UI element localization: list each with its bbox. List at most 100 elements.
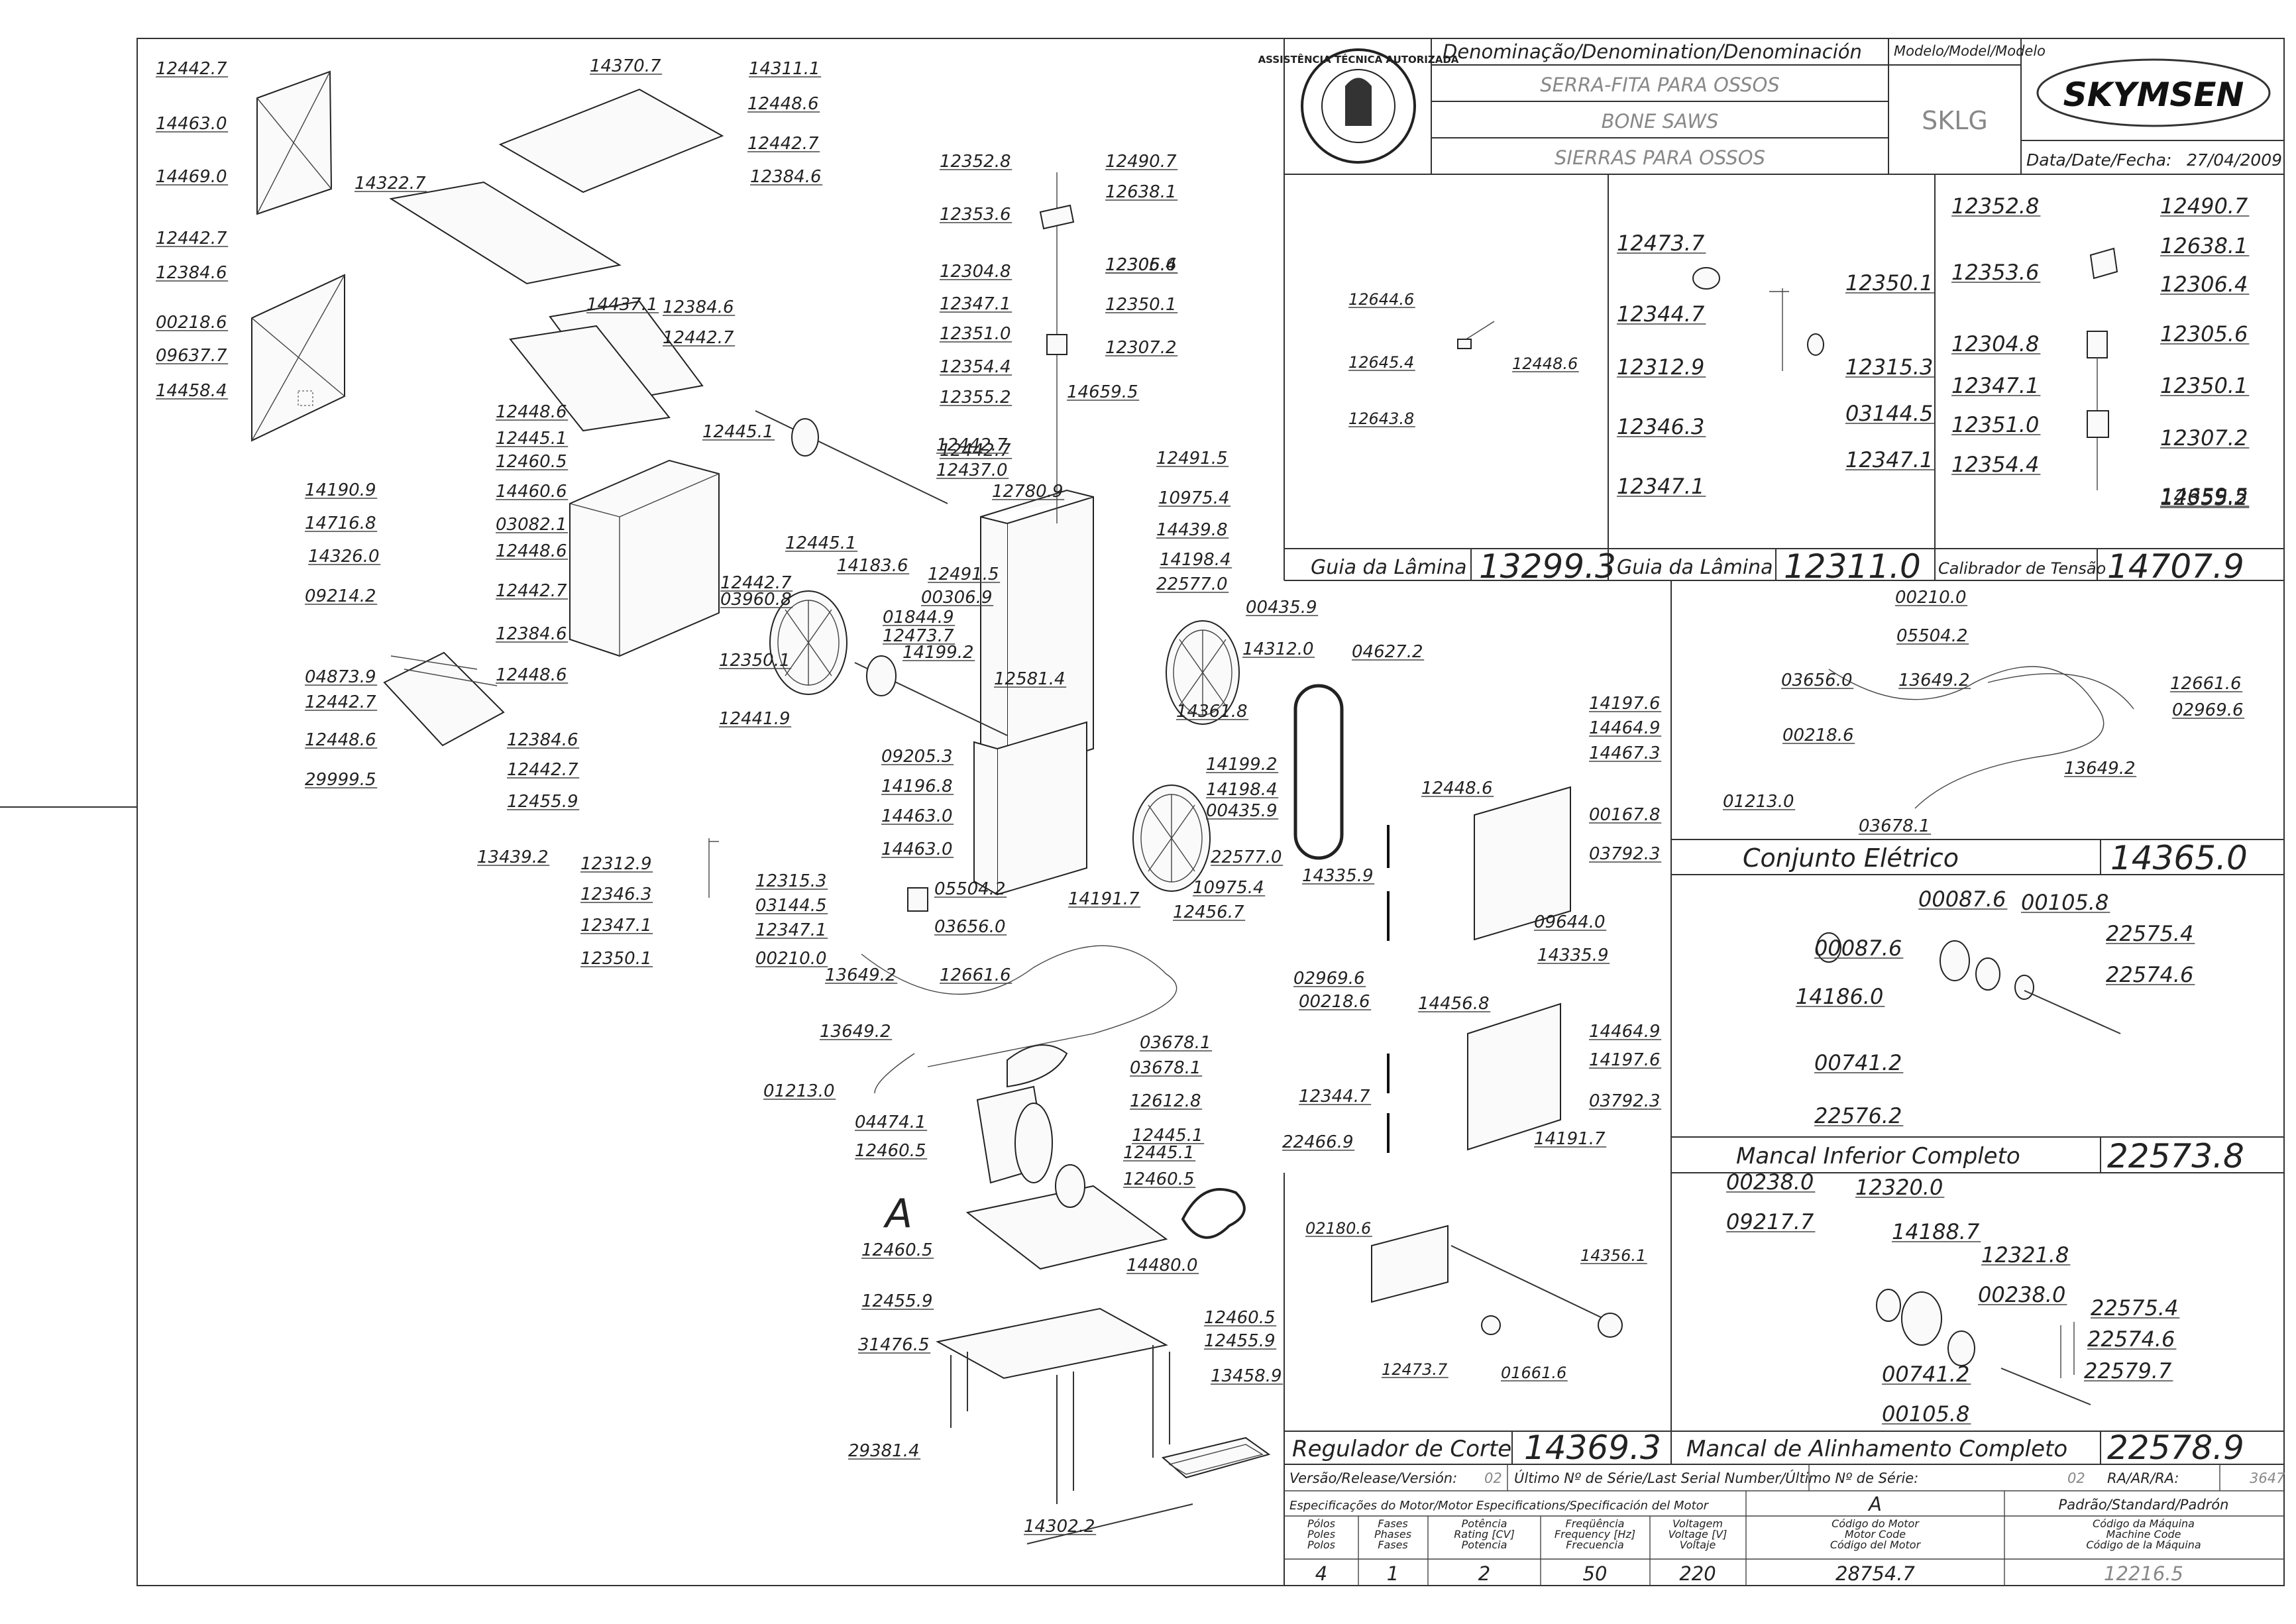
guia1-code: 13299.3	[1479, 547, 1616, 586]
regulador-title: Regulador de Corte	[1292, 1436, 1511, 1462]
main-callout-138: 22466.9	[1282, 1132, 1354, 1152]
spec-header-4-0: Voltagem	[1672, 1517, 1723, 1530]
motor-spec-table: Versão/Release/Versión: 02 Último Nº de …	[1284, 1464, 2285, 1586]
main-callout-84: 00435.9	[1206, 801, 1278, 821]
regulador-label-2: 12473.7	[1382, 1360, 1448, 1379]
main-callout-32: 12442.7	[940, 441, 1011, 460]
saw-blade	[1293, 684, 1344, 860]
main-callout-4: 14311.1	[749, 59, 820, 79]
regulador-label-0: 02180.6	[1305, 1219, 1371, 1238]
main-callout-98: 14456.8	[1418, 994, 1490, 1014]
main-callout-103: 12344.7	[1299, 1087, 1370, 1107]
calib-label-1: 12490.7	[2160, 193, 2248, 219]
main-callout-126: 12445.1	[1123, 1143, 1195, 1163]
main-callout-29: 12355.2	[940, 388, 1011, 407]
main-callout-114: 13649.2	[825, 965, 897, 985]
title-block: Denominação/Denomination/Denominación Mo…	[1258, 38, 2285, 175]
main-callout-8: 14322.7	[355, 174, 426, 193]
guia1-label-3: 12448.6	[1512, 354, 1578, 373]
spec-header-1-0: Fases	[1378, 1517, 1408, 1530]
mancal_inf-label-1: 00105.8	[2021, 890, 2108, 915]
main-callout-102: 14191.7	[1534, 1129, 1606, 1149]
main-callout-108: 12315.3	[755, 871, 827, 891]
main-callout-34: 12445.1	[496, 429, 567, 449]
main-callout-57: 14183.6	[837, 556, 908, 576]
main-callout-42: 12442.7	[720, 573, 792, 593]
mancal_alin-label-10: 00105.8	[1882, 1401, 1969, 1427]
seal-text: ASSISTÊNCIA TÉCNICA AUTORIZADA	[1258, 53, 1459, 66]
main-callout-109: 03144.5	[755, 896, 827, 916]
spec-header-4-1: Voltage [V]	[1668, 1528, 1727, 1541]
main-callout-96: 09644.0	[1534, 912, 1606, 932]
main-callout-120: 01213.0	[763, 1081, 835, 1101]
main-callout-99: 14464.9	[1589, 1022, 1661, 1042]
version-label: Versão/Release/Versión:	[1289, 1470, 1457, 1486]
main-assembly	[251, 70, 1571, 1544]
model-code: SKLG	[1922, 106, 1988, 135]
guia2-code: 12311.0	[1784, 547, 1921, 586]
main-callout-80: 14463.0	[881, 806, 953, 826]
spec-value-0: 4	[1315, 1562, 1327, 1585]
main-callout-100: 14197.6	[1589, 1050, 1661, 1070]
main-callout-60: 12442.7	[936, 435, 1008, 455]
eletrico-label-3: 13649.2	[1898, 671, 1970, 690]
main-callout-62: 12780.9	[992, 482, 1064, 502]
spec-value-6: 12216.5	[2104, 1562, 2183, 1585]
regulador-label-3: 01661.6	[1501, 1364, 1566, 1382]
stand-top	[936, 1307, 1168, 1380]
main-callout-118: 13649.2	[820, 1022, 891, 1042]
main-callout-88: 14191.7	[1068, 889, 1140, 909]
main-callout-55: 13439.2	[477, 847, 549, 867]
guia1-label-2: 12643.8	[1348, 409, 1414, 428]
main-callout-53: 12442.7	[507, 760, 578, 780]
main-callout-18: 12490.7	[1105, 152, 1177, 172]
spec-header-6-2: Código de la Máquina	[2086, 1539, 2201, 1551]
main-callout-87: 12456.7	[1173, 902, 1244, 922]
main-callout-77: 12581.4	[994, 669, 1066, 689]
sheet-frame	[137, 38, 2285, 1586]
main-callout-35: 12460.5	[496, 452, 567, 472]
spec-header-6-0: Código da Máquina	[2093, 1517, 2195, 1530]
main-callout-5: 12448.6	[747, 94, 819, 114]
main-callout-30: 14659.5	[1067, 382, 1138, 402]
main-callout-9: 12442.7	[156, 229, 227, 248]
main-callout-90: 12448.6	[1421, 779, 1493, 798]
spec-header-2-1: Rating [CV]	[1454, 1528, 1515, 1541]
serial-label: Último Nº de Série/Last Serial Number/Úl…	[1514, 1470, 1918, 1486]
main-callout-37: 03082.1	[496, 515, 567, 535]
spec-cells: PólosPolesPolosFasesPhasesFasesPotênciaR…	[1307, 1517, 2201, 1585]
main-callout-6: 12442.7	[747, 134, 819, 154]
spec-header-2-2: Potencia	[1462, 1539, 1507, 1551]
main-callout-20: 12353.6	[940, 205, 1011, 225]
main-callout-49: 12442.7	[305, 692, 376, 712]
mancal_alin-label-1: 12320.0	[1855, 1175, 1943, 1200]
name-pt: SERRA-FITA PARA OSSOS	[1540, 74, 1780, 96]
mancal_inf-label-6: 00741.2	[1814, 1050, 1902, 1075]
main-callout-51: 29999.5	[305, 770, 376, 790]
guia2-label-1: 12350.1	[1845, 270, 1933, 296]
brand-logo: SKYMSEN	[2063, 76, 2244, 114]
mancal-alin-code: 22578.9	[2107, 1429, 2244, 1467]
mancal_alin-label-5: 00238.0	[1978, 1282, 2065, 1307]
ra-label: RA/AR/RA:	[2107, 1470, 2179, 1486]
main-callout-16: 12442.7	[663, 328, 734, 348]
main-callout-41: 12448.6	[496, 665, 567, 685]
main-callout-117: 00218.6	[1299, 992, 1370, 1012]
main-callout-79: 14196.8	[881, 777, 953, 796]
guia2-label-4: 12312.9	[1617, 354, 1704, 380]
mancal_alin-label-0: 00238.0	[1726, 1169, 1814, 1195]
main-callout-17: 12352.8	[940, 152, 1011, 172]
spec-header-4-2: Voltaje	[1680, 1539, 1716, 1551]
spec-value-3: 50	[1583, 1562, 1608, 1585]
main-callout-65: 01844.9	[883, 608, 954, 627]
mancal_inf-label-0: 00087.6	[1918, 887, 2006, 912]
date-value: 27/04/2009	[2187, 150, 2282, 170]
main-callout-104: 12312.9	[580, 854, 652, 874]
guia1-title: Guia da Lâmina	[1311, 556, 1467, 579]
main-callout-63: 12491.5	[928, 565, 999, 584]
panel-titles: Guia da Lâmina 13299.3 Guia da Lâmina 12…	[1292, 547, 2248, 1467]
calib-label-4: 12306.4	[2160, 272, 2248, 297]
spec-value-2: 2	[1478, 1562, 1490, 1585]
